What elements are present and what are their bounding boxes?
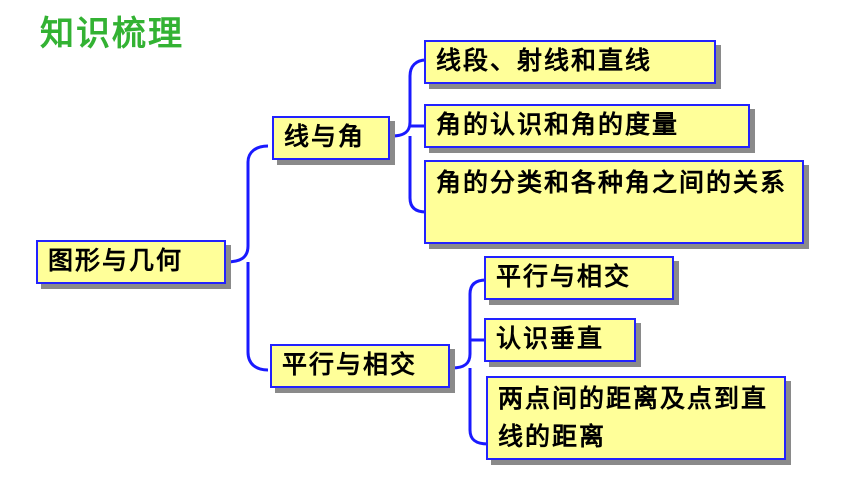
branch-node-line-angle: 线与角 <box>272 116 390 160</box>
leaf-node-perpendicular: 认识垂直 <box>484 318 636 362</box>
brace-branch-2 <box>451 278 489 446</box>
leaf-node-distance: 两点间的距离及点到直线的距离 <box>486 376 786 460</box>
page-title: 知识梳理 <box>40 14 184 54</box>
leaf-node-angle-measure: 角的认识和角的度量 <box>424 104 750 148</box>
brace-root <box>225 144 269 372</box>
leaf-node-parallel-intersect: 平行与相交 <box>484 256 674 300</box>
brace-branch-1 <box>391 58 427 214</box>
root-node: 图形与几何 <box>36 240 226 284</box>
leaf-node-segment-ray-line: 线段、射线和直线 <box>424 40 716 84</box>
branch-node-parallel-intersect: 平行与相交 <box>270 344 450 388</box>
leaf-node-angle-classification: 角的分类和各种角之间的关系 <box>424 160 804 244</box>
